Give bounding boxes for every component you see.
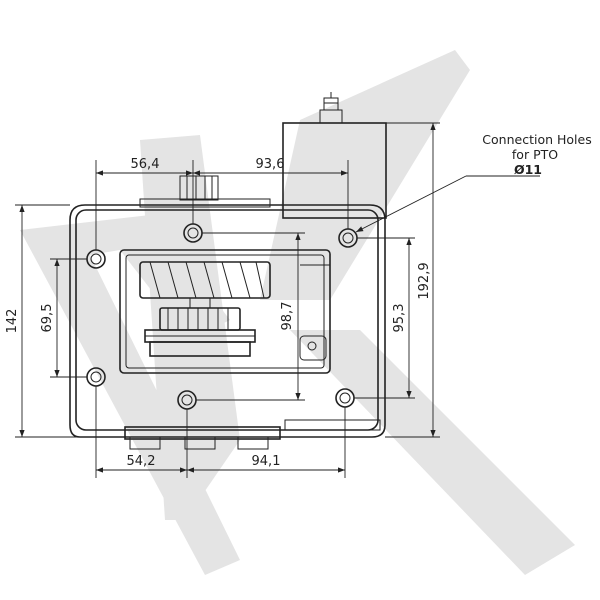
dim-left-total: 142 (5, 309, 20, 334)
dim-center-height: 98,7 (280, 302, 295, 331)
output-shaft (139, 175, 271, 208)
dim-right-spacing: 95,3 (392, 304, 407, 333)
dim-right-total: 192,9 (417, 262, 432, 299)
dim-left-spacing: 69,5 (40, 304, 55, 333)
dim-bottom-right: 94,1 (252, 454, 281, 469)
hole-bottom-right (335, 388, 355, 408)
watermark-logo (20, 50, 575, 575)
bottom-fittings (124, 419, 381, 450)
dim-top-right: 93,6 (256, 157, 285, 172)
dimension-lines (15, 122, 540, 478)
callout-line-1: Connection Holes (482, 132, 591, 147)
pto-housing (69, 204, 386, 438)
callout-diameter: Ø11 (514, 162, 542, 177)
dim-top-left: 56,4 (131, 157, 160, 172)
dim-bottom-left: 54,2 (127, 454, 156, 469)
internal-gears (139, 261, 271, 357)
callout-line-2: for PTO (512, 147, 558, 162)
